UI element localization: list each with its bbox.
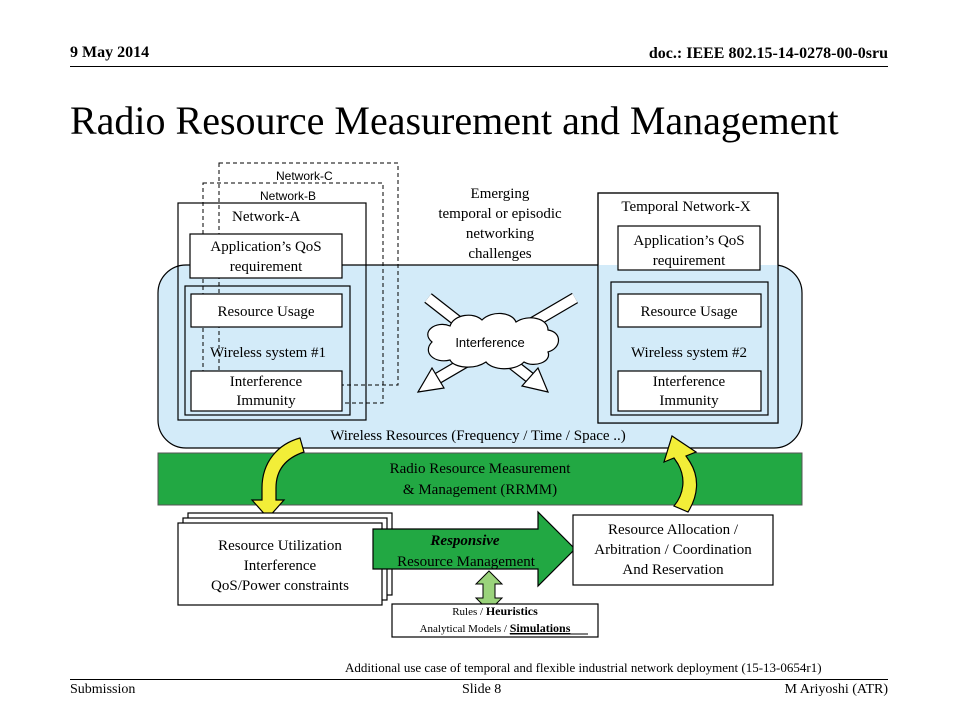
immunity-left-box [190, 370, 343, 412]
resource-usage-right-label: Resource Usage [640, 304, 737, 320]
resource-usage-left-label: Resource Usage [217, 304, 314, 320]
immunity-left-line2: Immunity [236, 393, 296, 409]
rules-prefix: Rules / [452, 606, 486, 618]
rules-box [391, 603, 599, 638]
resource-management-label: Resource Management [397, 554, 536, 570]
network-a-label: Network-A [232, 209, 300, 225]
footer-rule [70, 679, 888, 680]
rrmm-line2: & Management (RRMM) [403, 482, 557, 498]
footer-slide-number: Slide 8 [462, 682, 502, 697]
allocation-line2: Arbitration / Coordination [594, 542, 752, 558]
allocation-line1: Resource Allocation / [608, 522, 739, 538]
rules-line: Rules / Heuristics [452, 604, 538, 618]
qos-right-box [617, 225, 761, 271]
qos-left-line2: requirement [230, 259, 303, 275]
wireless-resources-label: Wireless Resources (Frequency / Time / S… [330, 428, 626, 444]
analytical-prefix: Analytical Models / [420, 623, 510, 635]
immunity-left-line1: Interference [230, 374, 303, 390]
emerging-line1: Emerging [471, 186, 530, 202]
utilization-box [177, 522, 383, 606]
interference-cloud-icon [427, 312, 560, 370]
emerging-line4: challenges [468, 246, 531, 262]
responsive-label: Responsive [429, 533, 500, 549]
heuristics-label: Heuristics [486, 604, 538, 618]
immunity-right-line1: Interference [653, 374, 726, 390]
resource-usage-right-box [617, 293, 762, 328]
right-curved-arrow-icon [663, 435, 698, 513]
utilization-line2: Interference [244, 558, 317, 574]
wireless-system-1-label: Wireless system #1 [210, 345, 326, 361]
allocation-box [572, 514, 774, 586]
temporal-network-label: Temporal Network-X [621, 199, 750, 215]
network-c-label: Network-C [276, 169, 333, 183]
analytical-line: Analytical Models / Simulations [420, 621, 571, 635]
qos-right-line1: Application’s QoS [633, 233, 744, 249]
header-date: 9 May 2014 [70, 44, 150, 61]
utilization-line3: QoS/Power constraints [211, 578, 349, 594]
resource-usage-left-box [190, 293, 343, 328]
network-b-label: Network-B [260, 189, 316, 203]
wireless-system-2-box [610, 281, 769, 416]
qos-left-box [189, 233, 343, 279]
emerging-line2: temporal or episodic [438, 206, 562, 222]
qos-right-line2: requirement [653, 253, 726, 269]
simulations-label: Simulations [510, 621, 571, 635]
interference-label: Interference [455, 335, 524, 350]
header-rule [70, 66, 888, 67]
immunity-right-box [617, 370, 762, 412]
qos-left-line1: Application’s QoS [210, 239, 321, 255]
footer-author: M Ariyoshi (ATR) [784, 682, 888, 697]
responsive-arrow [372, 510, 576, 588]
network-a-box [177, 202, 367, 421]
footer-submission: Submission [70, 682, 136, 697]
utilization-line1: Resource Utilization [218, 538, 342, 554]
allocation-line3: And Reservation [622, 562, 724, 578]
slide-title: Radio Resource Measurement and Managemen… [70, 98, 839, 143]
footnote: Additional use case of temporal and flex… [345, 660, 822, 675]
emerging-line3: networking [466, 226, 535, 242]
rrmm-line1: Radio Resource Measurement [390, 461, 572, 477]
wireless-system-2-label: Wireless system #2 [631, 345, 747, 361]
wireless-system-1-box [184, 285, 351, 416]
header-doc-id: doc.: IEEE 802.15-14-0278-00-0sru [648, 45, 888, 62]
immunity-right-line2: Immunity [659, 393, 719, 409]
